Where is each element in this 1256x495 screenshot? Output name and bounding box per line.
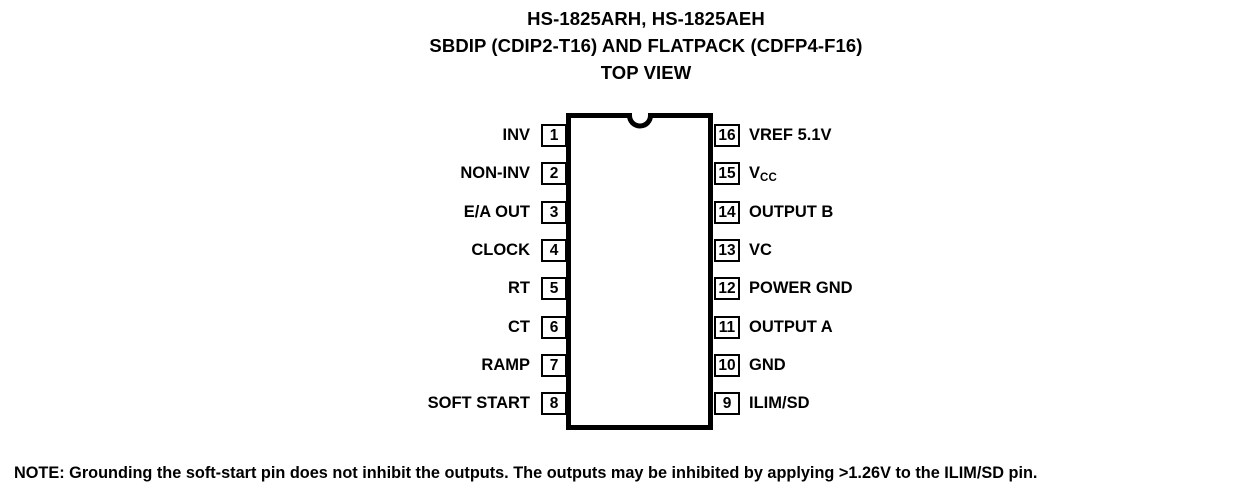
pin-label-9: ILIM/SD	[749, 394, 810, 413]
pin-number-box-11: 11	[714, 315, 740, 339]
pin-label-5: RT	[508, 279, 530, 298]
pin-label-1: INV	[502, 126, 530, 144]
pin-number-box-9: 9	[714, 392, 740, 416]
pin-label-12: POWER GND	[749, 279, 853, 298]
pin-label-13: VC	[749, 240, 772, 259]
pin-label-11: OUTPUT A	[749, 317, 833, 336]
pin-label-16: VREF 5.1V	[749, 126, 832, 144]
pin-label-subscript: CC	[760, 172, 778, 185]
pin-label-8: SOFT START	[427, 394, 530, 413]
pin-number-box-6: 6	[541, 315, 567, 339]
title-line-2: SBDIP (CDIP2-T16) AND FLATPACK (CDFP4-F1…	[429, 34, 863, 56]
title-line-3: TOP VIEW	[600, 61, 692, 83]
pin-label-6: CT	[508, 317, 530, 336]
title-line-1: HS-1825ARH, HS-1825AEH	[527, 8, 765, 29]
pin-number-box-15: 15	[714, 162, 740, 186]
pin-label-14: OUTPUT B	[749, 202, 834, 221]
pin-number-box-8: 8	[541, 392, 567, 416]
diagram-title: HS-1825ARH, HS-1825AEH SBDIP (CDIP2-T16)…	[0, 6, 1256, 86]
footnote: NOTE: Grounding the soft-start pin does …	[14, 464, 1038, 482]
pin-number-box-3: 3	[541, 200, 567, 224]
pin-number-box-4: 4	[541, 238, 567, 262]
pin-number-box-5: 5	[541, 277, 567, 301]
pin-number-box-1: 1	[541, 124, 567, 147]
pin-number-box-7: 7	[541, 353, 567, 377]
package-outline-path	[566, 113, 713, 430]
package-body-outline	[566, 113, 713, 430]
pin-number-box-2: 2	[541, 162, 567, 186]
pin-number-box-16: 16	[714, 124, 740, 147]
pin-number-box-14: 14	[714, 200, 740, 224]
pin-label-15: VCC	[749, 162, 777, 185]
pin-number-box-13: 13	[714, 238, 740, 262]
pin-label-10: GND	[749, 355, 786, 374]
pin-label-3: E/A OUT	[463, 202, 530, 221]
pin-label-7: RAMP	[481, 355, 530, 374]
pin-label-4: CLOCK	[471, 240, 530, 259]
pin-label-2: NON-INV	[460, 164, 530, 183]
pin-label-text: V	[749, 164, 761, 183]
pin-number-box-10: 10	[714, 353, 740, 377]
pin-number-box-12: 12	[714, 277, 740, 301]
